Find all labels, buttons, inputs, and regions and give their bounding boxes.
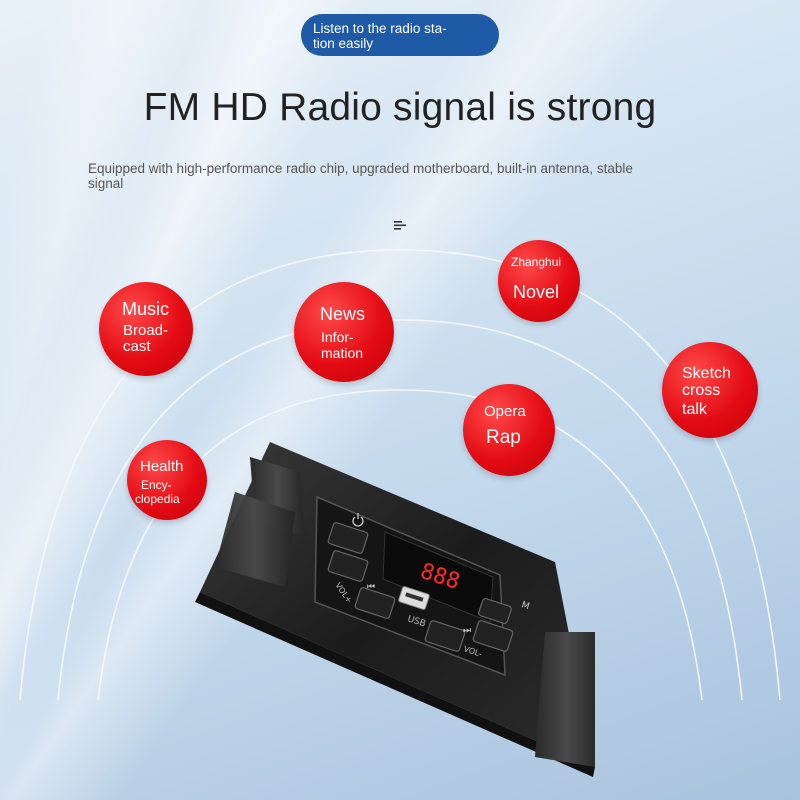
prev-icon: ⏮ <box>367 582 375 592</box>
subtext: Equipped with high-performance radio chi… <box>88 161 728 191</box>
next-icon: ⏭ <box>463 626 471 636</box>
bubble-opera-title: Rap <box>486 427 521 448</box>
radio-module: 888 ⏮ ⏭ VOL+ USB VOL- M <box>195 442 595 777</box>
bubble-sketch-line3: talk <box>682 401 707 418</box>
vol-minus-button[interactable] <box>472 620 514 652</box>
mode-label: M <box>520 600 530 612</box>
next-button[interactable] <box>424 620 466 652</box>
power-button[interactable] <box>327 522 369 554</box>
bubble-health-line2: Ency- <box>141 478 172 492</box>
bubble-news-title: News <box>320 304 366 324</box>
bubble-music-line3: cast <box>123 338 151 355</box>
module-edge <box>195 592 595 777</box>
bubble-music-line2: Broad- <box>123 322 169 339</box>
tag-pill: Listen to the radio sta- tion easily <box>301 14 499 56</box>
bubble-sketch-line2: cross <box>682 382 721 399</box>
bubble-opera: Opera Rap <box>463 384 555 476</box>
subtext-line-2: signal <box>88 176 124 191</box>
bubble-health-title: Health <box>140 458 184 475</box>
prev-button[interactable] <box>327 550 369 582</box>
menu-icon <box>394 221 406 230</box>
bubble-novel-line1: Zhanghui <box>511 255 562 269</box>
bubble-sketch: Sketch cross talk <box>662 342 758 438</box>
bubble-sketch-title: Sketch <box>682 365 731 382</box>
bubble-music: Music Broad- cast <box>99 282 193 376</box>
usb-slot <box>405 592 424 602</box>
bubble-news-line3: mation <box>321 345 364 361</box>
led-display <box>382 531 494 623</box>
bubble-opera-line1: Opera <box>484 403 526 420</box>
tag-line-1: Listen to the radio sta- <box>313 21 447 36</box>
bubble-news-line2: Infor- <box>321 329 354 345</box>
right-clip <box>535 632 595 767</box>
tag-line-2: tion easily <box>313 36 374 51</box>
mode-button[interactable] <box>478 597 512 625</box>
subtext-line-1: Equipped with high-performance radio chi… <box>88 161 633 176</box>
left-clip-lower <box>215 492 295 587</box>
headline: FM HD Radio signal is strong <box>143 86 657 129</box>
bubble-news: News Infor- mation <box>294 282 394 382</box>
bubble-health-line3: clopedia <box>135 492 180 506</box>
vol-plus-button[interactable] <box>354 587 396 619</box>
power-icon <box>352 513 364 527</box>
bubble-novel: Zhanghui Novel <box>498 240 580 322</box>
bubble-music-title: Music <box>122 299 170 319</box>
bubble-health: Health Ency- clopedia <box>127 440 207 520</box>
bubble-novel-title: Novel <box>513 282 560 302</box>
